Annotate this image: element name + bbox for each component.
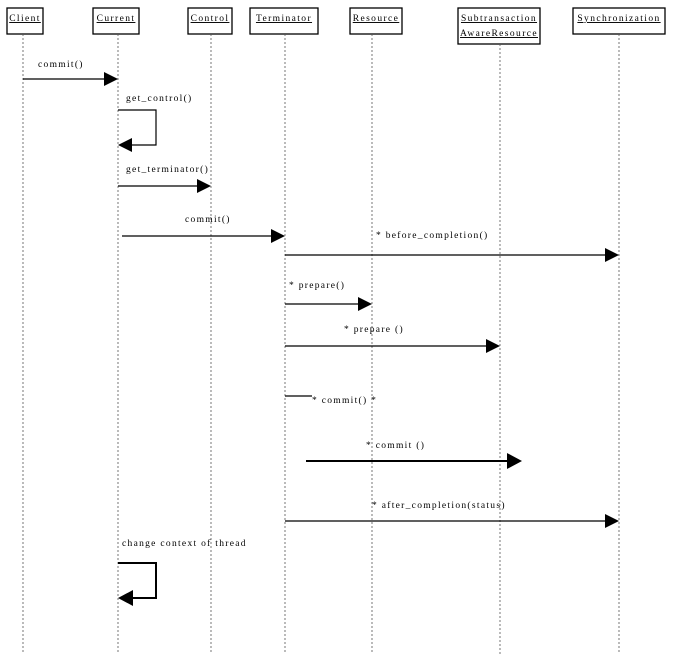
message-label: * commit (): [366, 440, 425, 451]
message-label: * before_completion(): [376, 230, 489, 241]
object-label-aware-resource: AwareResource: [460, 29, 538, 39]
object-label-subtransaction: Subtransaction: [461, 14, 537, 24]
arrowhead: [197, 179, 211, 193]
object-control[interactable]: Control: [187, 7, 233, 35]
object-label-resource: Resource: [353, 14, 400, 24]
message-label: commit(): [38, 59, 84, 70]
object-label-synchronization: Synchronization: [577, 14, 660, 24]
message-label: change context of thread: [122, 538, 247, 549]
message-before-completion: * before_completion(): [285, 230, 619, 262]
object-label-client: Client: [9, 14, 41, 24]
message-change-context: change context of thread: [118, 538, 247, 606]
message-commit-resource: * commit() *: [285, 395, 377, 406]
message-prepare-subtransaction-aware-resource: * prepare (): [285, 324, 500, 353]
object-subtransaction-aware-resource[interactable]: Subtransaction AwareResource: [457, 7, 541, 45]
message-label: get_terminator(): [126, 164, 209, 175]
message-get-terminator: get_terminator(): [118, 164, 211, 193]
message-commit-client-current: commit(): [23, 59, 118, 86]
message-label: get_control(): [126, 93, 193, 104]
arrowhead: [118, 590, 133, 606]
arrowhead: [358, 297, 372, 311]
message-label: * commit() *: [312, 395, 377, 406]
arrowhead: [605, 514, 619, 528]
object-client[interactable]: Client: [6, 7, 44, 35]
object-label-terminator: Terminator: [256, 14, 312, 24]
object-current[interactable]: Current: [92, 7, 140, 35]
object-resource[interactable]: Resource: [349, 7, 403, 35]
object-terminator[interactable]: Terminator: [249, 7, 319, 35]
arrowhead: [486, 339, 500, 353]
object-label-current: Current: [97, 14, 136, 24]
message-prepare-resource: * prepare(): [285, 280, 372, 311]
arrowhead: [605, 248, 619, 262]
message-label: commit(): [185, 214, 231, 225]
arrowhead: [104, 72, 118, 86]
message-get-control: get_control(): [118, 93, 193, 152]
arrowhead: [118, 138, 132, 152]
message-commit-current-terminator: commit(): [122, 214, 285, 243]
arrowhead: [507, 453, 522, 469]
object-label-control: Control: [191, 14, 230, 24]
message-label: * prepare(): [289, 280, 345, 291]
message-after-completion: * after_completion(status): [285, 500, 619, 528]
arrowhead: [271, 229, 285, 243]
object-synchronization[interactable]: Synchronization: [572, 7, 666, 35]
message-commit-subtransaction-aware-resource: * commit (): [306, 440, 522, 469]
message-label: * prepare (): [344, 324, 404, 335]
message-label: * after_completion(status): [372, 500, 506, 511]
